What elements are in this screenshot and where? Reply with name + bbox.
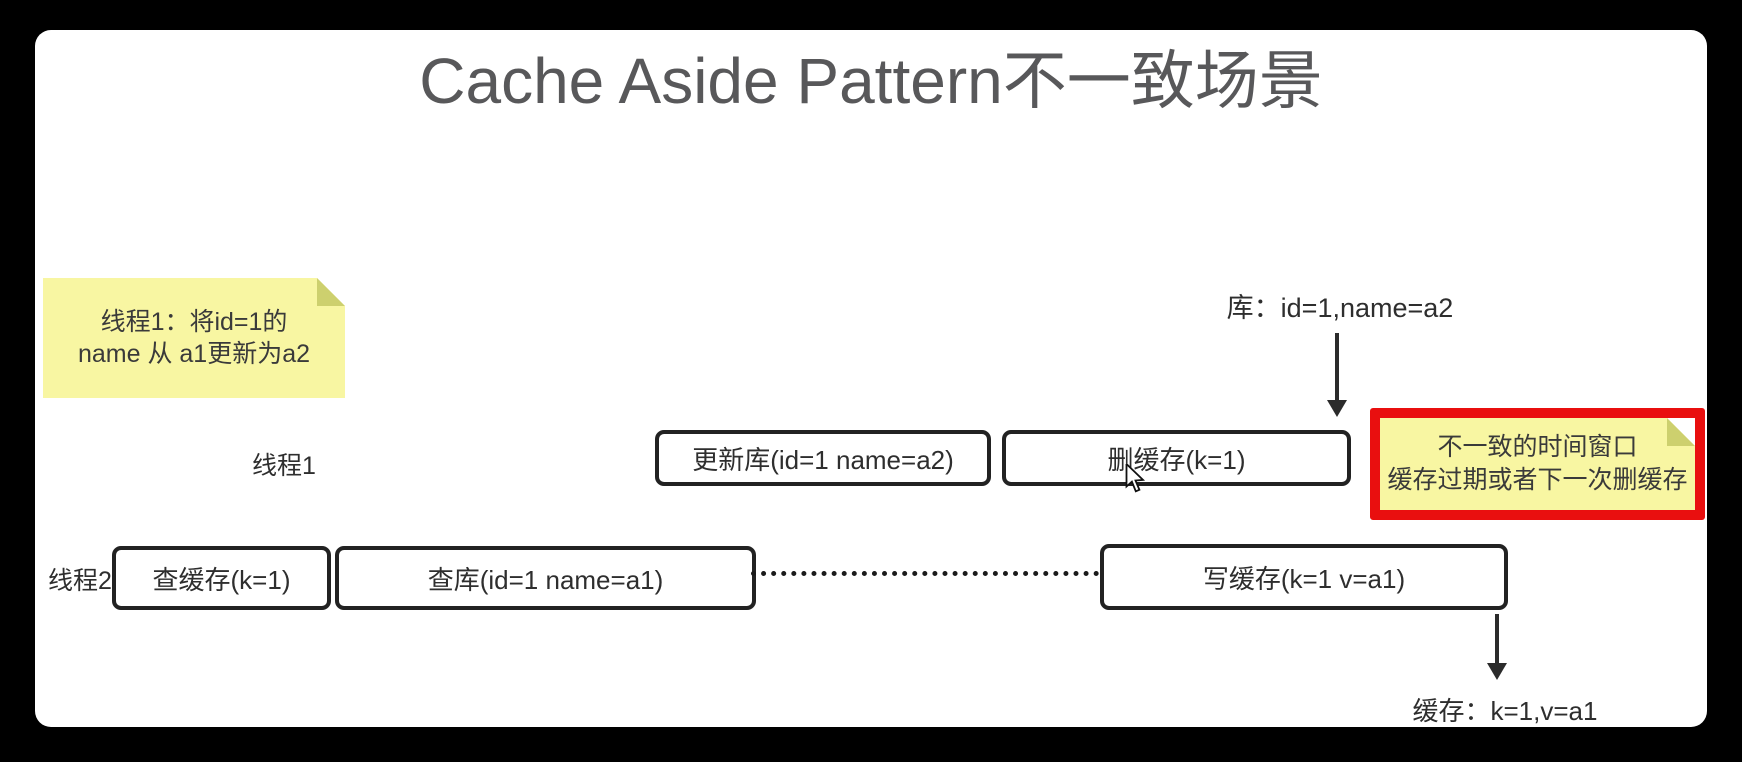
step-query-db: 查库(id=1 name=a1) xyxy=(335,546,756,610)
thread1-label: 线程1 xyxy=(252,452,316,480)
mouse-cursor-icon xyxy=(1125,461,1149,494)
inconsistency-callout: 不一致的时间窗口 缓存过期或者下一次删缓存 xyxy=(1370,408,1705,520)
db-arrow-head-icon xyxy=(1327,400,1347,417)
step-query-cache: 查缓存(k=1) xyxy=(112,546,331,610)
cache-state-label: 缓存：k=1,v=a1 xyxy=(1412,696,1598,726)
db-state-label: 库：id=1,name=a2 xyxy=(1226,293,1454,323)
db-arrow-line xyxy=(1335,333,1339,401)
inconsistency-callout-line1: 不一致的时间窗口 xyxy=(1437,433,1638,461)
sticky-note-thread1: 线程1：将id=1的 name 从 a1更新为a2 xyxy=(43,278,345,398)
dotted-connector xyxy=(751,571,1099,576)
cache-arrow-line xyxy=(1495,614,1499,664)
cache-arrow-head-icon xyxy=(1487,663,1507,680)
step-delete-cache: 删缓存(k=1) xyxy=(1002,430,1351,486)
inconsistency-callout-line2: 缓存过期或者下一次删缓存 xyxy=(1387,466,1688,494)
thread2-label: 线程2 xyxy=(48,567,112,595)
step-write-cache: 写缓存(k=1 v=a1) xyxy=(1100,544,1508,610)
step-update-db: 更新库(id=1 name=a2) xyxy=(655,430,991,486)
sticky-note-thread1-line2: name 从 a1更新为a2 xyxy=(77,340,311,368)
diagram-title: Cache Aside Pattern不一致场景 xyxy=(419,45,1323,117)
sticky-note-thread1-line1: 线程1：将id=1的 xyxy=(100,308,288,336)
slide-canvas: Cache Aside Pattern不一致场景 线程1：将id=1的 name… xyxy=(35,30,1707,727)
